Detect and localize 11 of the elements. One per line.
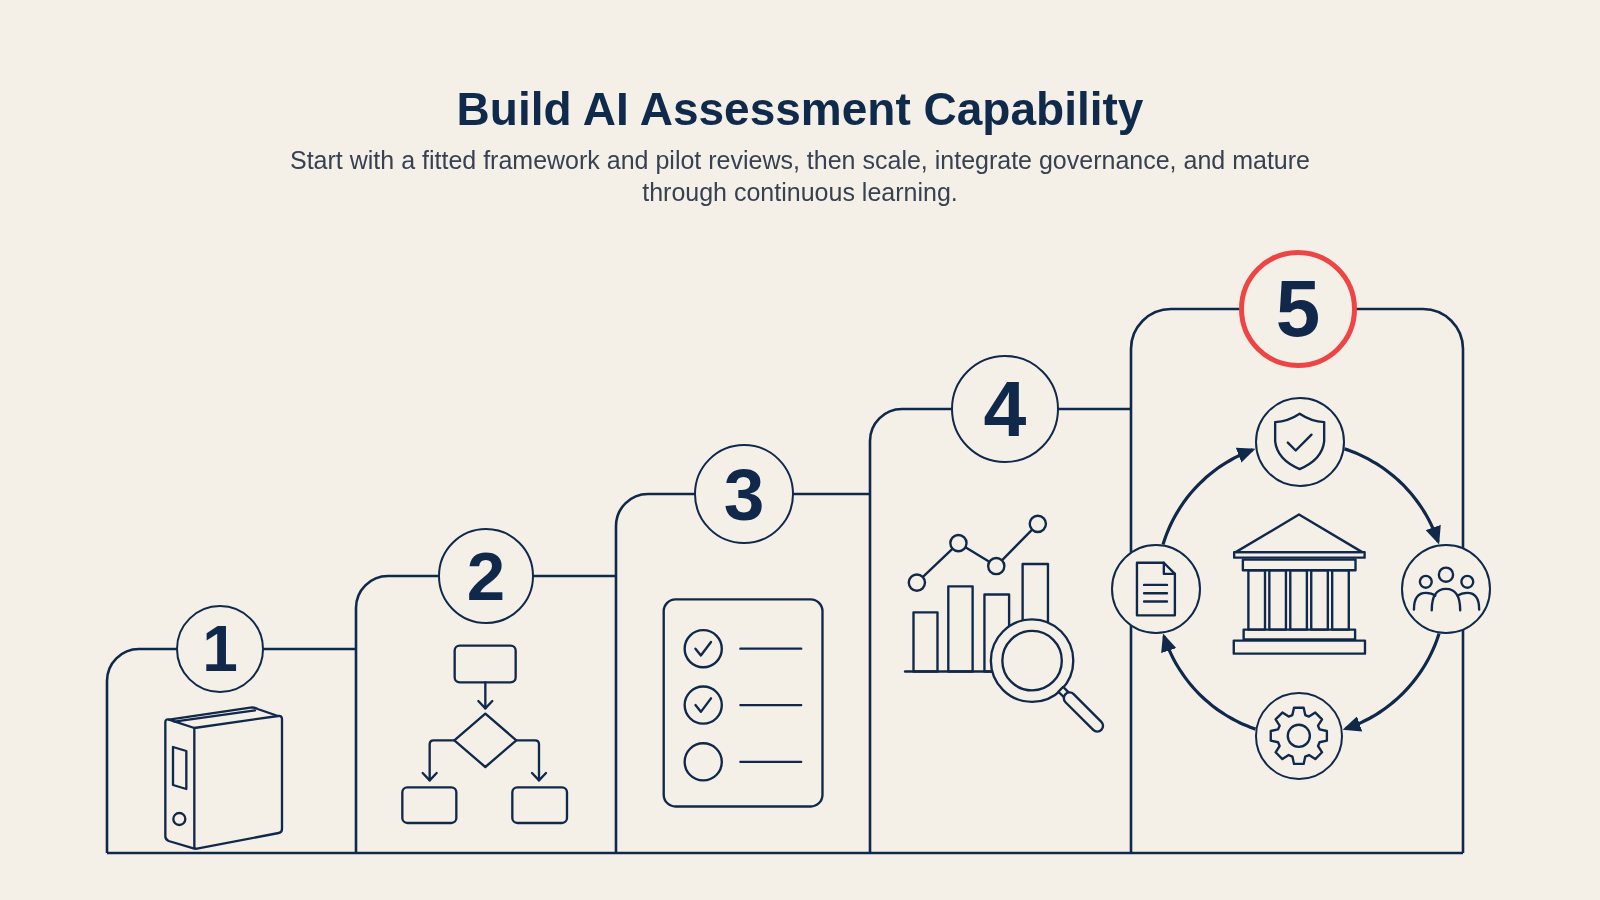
subtitle: Start with a fitted framework and pilot reviews, then scale, integrate governance, and mature through continuous learning.: [289, 145, 1311, 208]
cycle-arrow: [1342, 632, 1441, 732]
step-number: 2: [466, 541, 506, 611]
cycle-arrow: [1161, 633, 1257, 731]
step-number: 1: [202, 617, 238, 681]
cycle-arrow: [1161, 447, 1256, 546]
cycle-arrow: [1343, 447, 1441, 545]
step-number: 3: [723, 457, 765, 531]
step-number: 4: [983, 370, 1027, 448]
title: Build AI Assessment Capability: [456, 82, 1144, 137]
step-number: 5: [1275, 269, 1321, 349]
